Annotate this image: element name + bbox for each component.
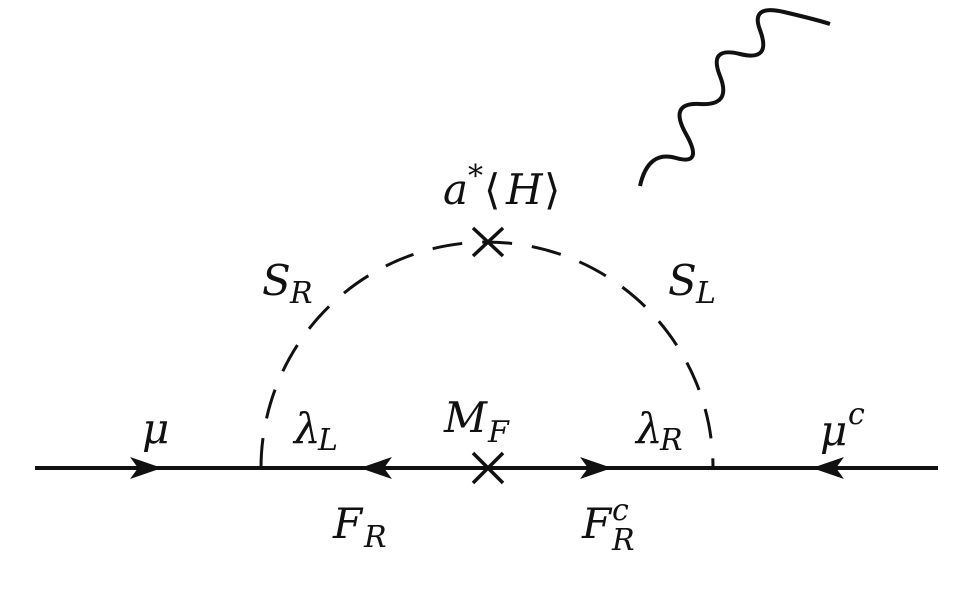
label-vev-close: ⟩ (544, 165, 560, 214)
label-S-L-base: S (668, 256, 697, 305)
label-M-F-sub: F (487, 415, 510, 450)
label-mu-out-base: μ (820, 406, 847, 455)
label-lambda-R: λ R (634, 404, 683, 458)
label-S-L: S L (668, 256, 716, 311)
arrow-F-Rc (580, 457, 612, 479)
label-F-R-sub: R (363, 520, 387, 555)
label-F-Rc-sup: c (612, 493, 629, 528)
label-lambda-L: λ L (292, 404, 338, 458)
label-vev-open: ⟨ (484, 165, 500, 214)
vev-insertion-cross (471, 226, 505, 258)
label-mu-out: μ c (820, 397, 865, 455)
label-F-Rc-sub: R (611, 523, 635, 558)
label-lambda-L-base: λ (292, 404, 321, 453)
label-lambda-R-base: λ (634, 404, 663, 453)
label-F-Rc: F c R (581, 493, 635, 558)
label-mu-in: μ (142, 404, 169, 453)
arrow-mu-out (812, 457, 844, 479)
label-vev-a: a (443, 165, 468, 214)
label-vev-H: H (505, 165, 544, 214)
photon-line (638, 8, 831, 187)
mass-insertion-cross (471, 451, 505, 485)
label-S-R: S R (262, 256, 313, 311)
arrow-mu-in (130, 457, 162, 479)
label-S-R-base: S (262, 256, 291, 305)
label-lambda-L-sub: L (317, 423, 338, 458)
label-M-F-base: M (443, 393, 488, 442)
label-F-Rc-base: F (581, 499, 613, 548)
arrow-F-R (360, 457, 392, 479)
label-vev: a * ⟨ H ⟩ (443, 159, 560, 214)
label-vev-star: * (468, 159, 483, 194)
label-F-R: F R (332, 499, 387, 555)
label-mu-out-sup: c (848, 397, 865, 432)
label-M-F: M F (443, 393, 510, 450)
label-S-R-sub: R (289, 276, 313, 311)
label-F-R-base: F (332, 499, 364, 548)
label-lambda-R-sub: R (659, 423, 683, 458)
label-S-L-sub: L (695, 276, 716, 311)
